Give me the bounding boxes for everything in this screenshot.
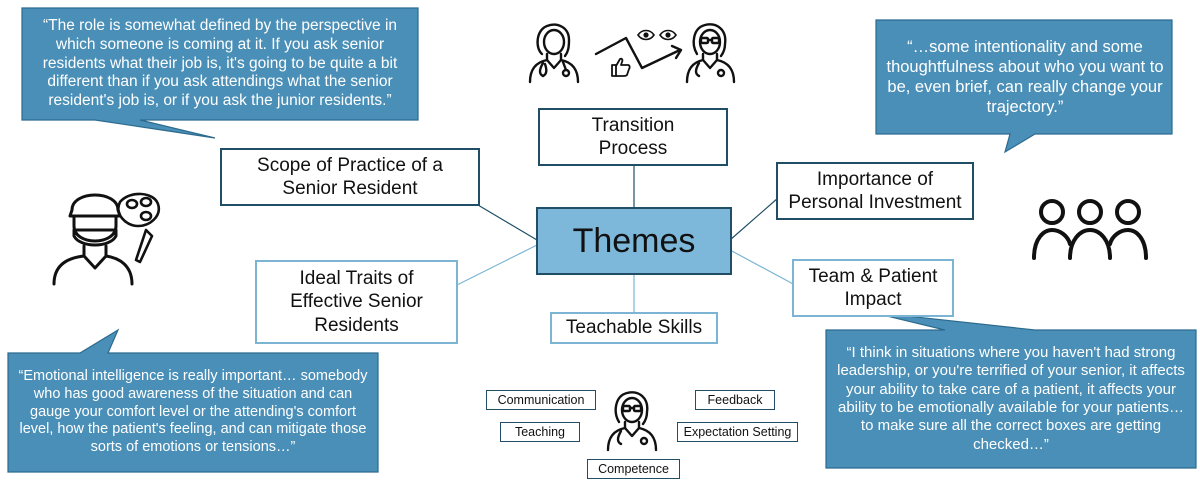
theme-transition-process: Transition Process (538, 108, 728, 166)
eyes-icon (637, 29, 677, 41)
connector-scope (477, 204, 538, 241)
skill-teaching: Teaching (500, 422, 580, 442)
theme-teachable-skills: Teachable Skills (550, 312, 718, 344)
skill-communication: Communication (486, 390, 596, 410)
skill-competence: Competence (587, 459, 680, 479)
bubble-bottom-left (7, 328, 379, 473)
thumbs-up-icon (611, 57, 631, 77)
trend-arrow-icon (594, 36, 683, 70)
skill-feedback: Feedback (695, 390, 775, 410)
theme-team-patient-impact: Team & Patient Impact (792, 259, 954, 317)
connector-team (729, 249, 796, 286)
attending-doctor-icon (685, 23, 736, 84)
connector-importance (729, 197, 779, 241)
connector-traits (456, 244, 538, 286)
bubble-bottom-right (825, 311, 1197, 469)
quote-bottom-right: “I think in situations where you haven't… (837, 344, 1185, 453)
resident-doctor-icon (528, 23, 580, 84)
quote-bottom-left: “Emotional intelligence is really import… (18, 368, 368, 456)
skill-expectation-setting: Expectation Setting (677, 422, 798, 442)
theme-personal-investment: Importance of Personal Investment (776, 162, 974, 220)
bubble-top-right (875, 19, 1173, 154)
palette-scalpel-icon (117, 192, 161, 264)
quote-top-left: “The role is somewhat defined by the per… (42, 16, 398, 110)
theme-scope-of-practice: Scope of Practice of a Senior Resident (220, 148, 480, 206)
group-people-icon (1032, 199, 1148, 260)
bubble-top-left (21, 7, 419, 139)
quote-top-right: “…some intentionality and some thoughtfu… (886, 37, 1164, 117)
teacher-doctor-icon (606, 391, 658, 452)
theme-ideal-traits: Ideal Traits of Effective Senior Residen… (255, 260, 458, 344)
center-themes: Themes (536, 207, 732, 275)
